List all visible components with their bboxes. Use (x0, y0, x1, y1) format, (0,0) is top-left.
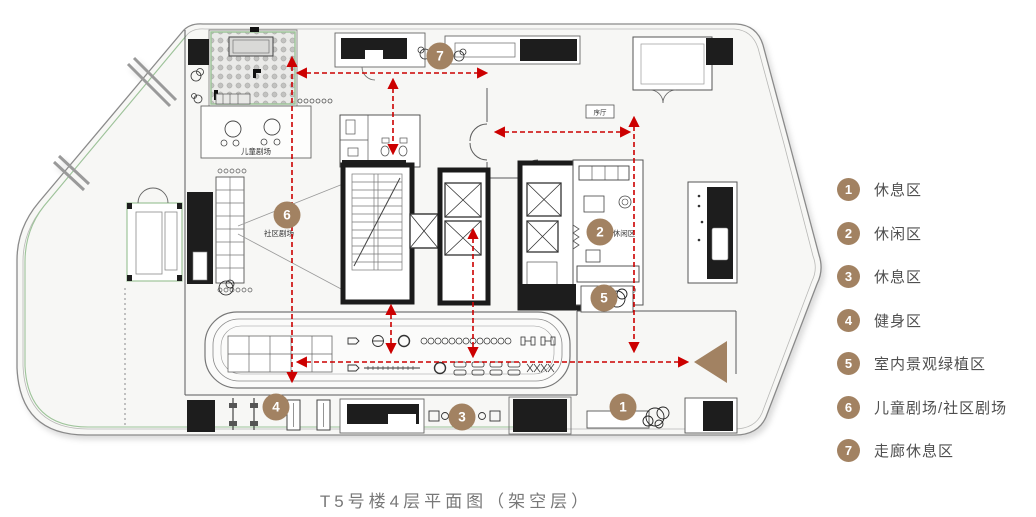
legend-label: 健身区 (874, 312, 923, 330)
corridor-seating-top (334, 32, 581, 81)
legend-marker-3: 3 (837, 265, 860, 288)
legend-item-2: 2 休闲区 (837, 221, 1007, 245)
legend-label: 休息区 (874, 182, 923, 199)
svg-text:5: 5 (600, 291, 608, 306)
plan-marker-4: 4 (262, 393, 290, 421)
top-right-room (632, 36, 733, 104)
restroom-block (339, 114, 421, 169)
svg-text:6: 6 (283, 208, 291, 223)
legend: 1 休息区 2 休闲区 3 休息区 4 健身区 5 室内景观绿植区 6 儿童剧场… (837, 178, 1007, 483)
plant-icon (218, 279, 235, 296)
legend-marker-1: 1 (837, 178, 860, 201)
plant-icon (642, 406, 670, 429)
elevator-shaft (444, 182, 482, 256)
svg-text:2: 2 (596, 225, 604, 240)
corridor-dots (297, 98, 333, 104)
plan-marker-5: 5 (590, 284, 618, 312)
children-theater-seating: 儿童剧场 (200, 105, 312, 159)
legend-item-4: 4 健身区 (837, 308, 1007, 332)
svg-text:1: 1 (619, 400, 627, 415)
gym-equipment-icon (229, 398, 258, 430)
plant-icon (190, 68, 204, 104)
seat-icons (428, 410, 501, 422)
legend-number: 7 (844, 443, 853, 458)
legend-item-7: 7 走廊休息区 (837, 439, 1007, 462)
entry-hall: 序厅 (585, 104, 615, 119)
stairs (352, 174, 402, 270)
legend-item-6: 6 儿童剧场/社区剧场 (837, 395, 1008, 419)
building-core (340, 160, 581, 311)
community-theater-label: 社区剧场 (264, 228, 294, 238)
svg-text:4: 4 (272, 400, 280, 415)
legend-number: 1 (844, 182, 853, 197)
entrance-triangle-icon (694, 341, 727, 383)
legend-item-1: 1 休息区 (837, 178, 1007, 201)
bottom-band (187, 396, 738, 435)
legend-label: 走廊休息区 (874, 443, 955, 460)
left-vestibule (126, 187, 183, 282)
legend-label: 休息区 (874, 269, 923, 286)
plan-marker-3: 3 (448, 403, 476, 431)
entry-hall-label: 序厅 (594, 108, 608, 117)
legend-label: 儿童剧场/社区剧场 (874, 399, 1008, 417)
pantry-island (687, 181, 738, 284)
legend-item-5: 5 室内景观绿植区 (837, 352, 1007, 375)
corridor-track (204, 311, 571, 389)
elevator-shaft (409, 213, 439, 249)
legend-marker-2: 2 (837, 221, 860, 245)
facade-window-marks (52, 56, 178, 192)
children-theater-stage (188, 27, 333, 107)
plan-marker-7: 7 (426, 42, 454, 70)
legend-item-3: 3 休息区 (837, 265, 1007, 288)
legend-label: 休闲区 (874, 225, 923, 243)
legend-number: 4 (844, 312, 853, 328)
legend-number: 2 (844, 225, 853, 241)
planter-block (188, 39, 209, 65)
plant-icon (417, 46, 467, 62)
plan-marker-2: 2 (586, 218, 614, 246)
svg-text:7: 7 (436, 49, 444, 64)
plan-markers: 7 6 2 5 4 3 1 (262, 42, 637, 431)
plan-marker-1: 1 (609, 393, 637, 421)
community-theater: 社区剧场 (187, 168, 344, 296)
legend-marker-5: 5 (837, 352, 860, 375)
green-accent-line (24, 35, 562, 428)
svg-text:3: 3 (458, 410, 466, 425)
elevator-shaft (526, 182, 562, 293)
legend-number: 3 (844, 269, 853, 284)
plan-marker-6: 6 (273, 201, 301, 229)
legend-marker-4: 4 (837, 308, 860, 332)
legend-number: 6 (844, 399, 853, 415)
legend-marker-6: 6 (837, 395, 860, 419)
leisure-area-label: 休闲区 (613, 228, 636, 238)
legend-marker-7: 7 (837, 439, 860, 462)
legend-number: 5 (844, 356, 853, 371)
floor-plan-drawing: 儿童剧场 社区剧场 (16, 23, 822, 436)
page-title: T5号楼4层平面图（架空层） (319, 492, 593, 511)
children-theater-label: 儿童剧场 (241, 146, 271, 156)
legend-label: 室内景观绿植区 (874, 356, 987, 373)
track-furniture-top (347, 334, 556, 348)
